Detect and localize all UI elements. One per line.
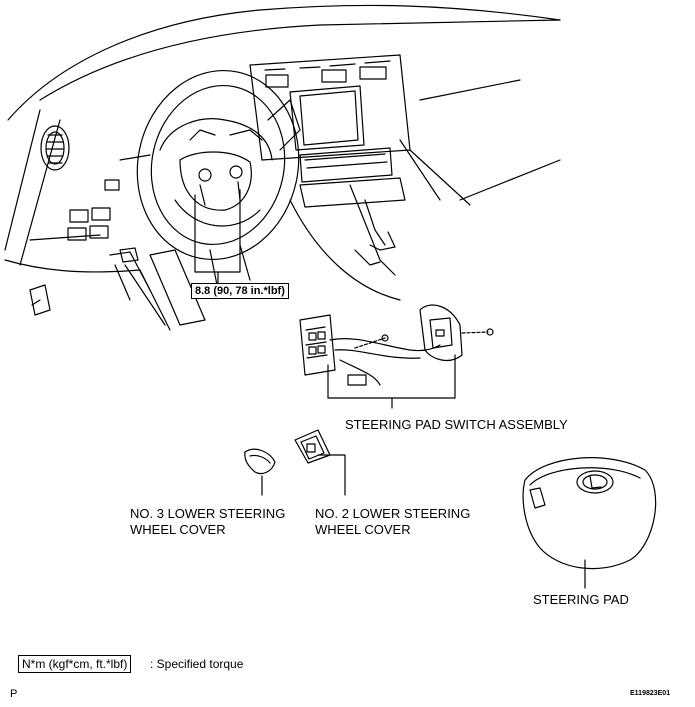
footer-letter: P: [10, 688, 18, 700]
no2-cover-label-line1: NO. 2 LOWER STEERING: [315, 506, 471, 521]
no3-cover-label-line2: WHEEL COVER: [130, 522, 226, 537]
no2-cover-label-line2: WHEEL COVER: [315, 522, 411, 537]
steering-pad-drawing: [522, 457, 657, 589]
figure-code: E119823E01: [630, 690, 671, 697]
torque-legend-description: : Specified torque: [150, 657, 244, 671]
torque-callout-lines: [194, 189, 241, 284]
no3-cover-drawing: [244, 448, 276, 496]
no3-cover-label-line1: NO. 3 LOWER STEERING: [130, 506, 286, 521]
steering-pad-switch-drawing: [299, 304, 494, 409]
torque-unit-legend-box: N*m (kgf*cm, ft.*lbf): [18, 655, 132, 673]
no2-cover-drawing: [294, 429, 346, 496]
steering-pad-label: STEERING PAD: [533, 592, 629, 607]
steering-pad-switch-assembly-label: STEERING PAD SWITCH ASSEMBLY: [345, 417, 568, 432]
torque-value-box: 8.8 (90, 78 in.*lbf): [191, 283, 289, 299]
dashboard-drawing: [4, 4, 561, 331]
